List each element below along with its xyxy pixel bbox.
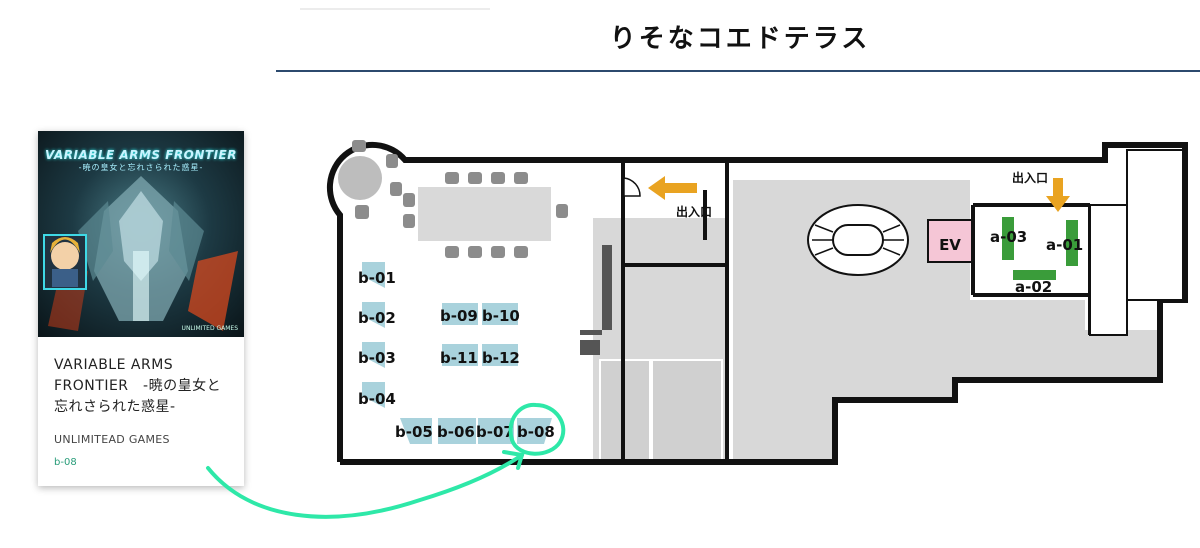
round-table bbox=[338, 156, 382, 200]
pillar-right-2 bbox=[1089, 204, 1128, 336]
b-booth-markers bbox=[362, 262, 552, 444]
booth-b-05[interactable]: b-05 bbox=[395, 423, 433, 441]
top-divider bbox=[300, 8, 490, 10]
booth-b-08[interactable]: b-08 bbox=[517, 423, 555, 441]
chairs bbox=[352, 140, 568, 258]
game-cover-image[interactable]: VARIABLE ARMS FRONTIER -暁の皇女と忘れさられた惑星- U… bbox=[38, 131, 244, 337]
elevator-box bbox=[927, 219, 973, 263]
booth-b-03[interactable]: b-03 bbox=[358, 349, 396, 367]
booth-b-04[interactable]: b-04 bbox=[358, 390, 396, 408]
pillar-right bbox=[1126, 149, 1184, 301]
cover-art bbox=[43, 176, 238, 331]
escalator-circle bbox=[807, 204, 909, 276]
game-title[interactable]: VARIABLE ARMS FRONTIER -暁の皇女と忘れさられた惑星- bbox=[54, 357, 222, 415]
booth-b-10[interactable]: b-10 bbox=[482, 307, 520, 325]
booth-a-01-mark bbox=[1066, 220, 1078, 266]
cover-publisher: UNLIMITED GAMES bbox=[181, 325, 238, 332]
booth-b-06[interactable]: b-06 bbox=[437, 423, 475, 441]
entrance-label-right: 出入口 bbox=[1012, 170, 1048, 185]
booth-a-01[interactable]: a-01 bbox=[1046, 236, 1083, 254]
venue-title: りそなコエドテラス bbox=[609, 24, 871, 54]
game-publisher: UNLIMITEAD GAMES bbox=[54, 433, 170, 446]
entrance-left: 出入口 bbox=[648, 176, 712, 219]
door-swing bbox=[623, 177, 641, 197]
highlight-annotation bbox=[206, 402, 566, 519]
booth-b-09[interactable]: b-09 bbox=[440, 307, 478, 325]
cover-title: VARIABLE ARMS FRONTIER bbox=[45, 148, 237, 162]
cover-subtitle: -暁の皇女と忘れさられた惑星- bbox=[78, 163, 204, 172]
elevator-label: EV bbox=[939, 236, 961, 254]
staircase-wall bbox=[580, 245, 612, 355]
highlight-circle bbox=[508, 402, 566, 456]
conference-table bbox=[418, 187, 551, 241]
booth-number: b-08 bbox=[54, 457, 77, 468]
booth-b-01[interactable]: b-01 bbox=[358, 269, 396, 287]
title-underline bbox=[276, 70, 1200, 72]
game-card[interactable]: VARIABLE ARMS FRONTIER -暁の皇女と忘れさられた惑星- U… bbox=[38, 131, 244, 486]
booth-a-03-mark bbox=[1002, 217, 1014, 260]
entrance-right: 出入口 bbox=[1012, 170, 1070, 212]
booth-b-11[interactable]: b-11 bbox=[440, 349, 478, 367]
pointer-arrow-head bbox=[502, 450, 525, 470]
outer-walls bbox=[326, 141, 1188, 465]
booth-b-02[interactable]: b-02 bbox=[358, 309, 396, 327]
booth-a-02[interactable]: a-02 bbox=[1015, 278, 1052, 296]
gray-room-2 bbox=[651, 359, 723, 461]
booth-b-12[interactable]: b-12 bbox=[482, 349, 520, 367]
booth-a-03[interactable]: a-03 bbox=[990, 228, 1027, 246]
pointer-arrow-line bbox=[206, 453, 524, 519]
booth-b-07[interactable]: b-07 bbox=[476, 423, 514, 441]
booth-a-02-mark bbox=[1013, 270, 1056, 280]
entrance-label-left: 出入口 bbox=[676, 204, 712, 219]
